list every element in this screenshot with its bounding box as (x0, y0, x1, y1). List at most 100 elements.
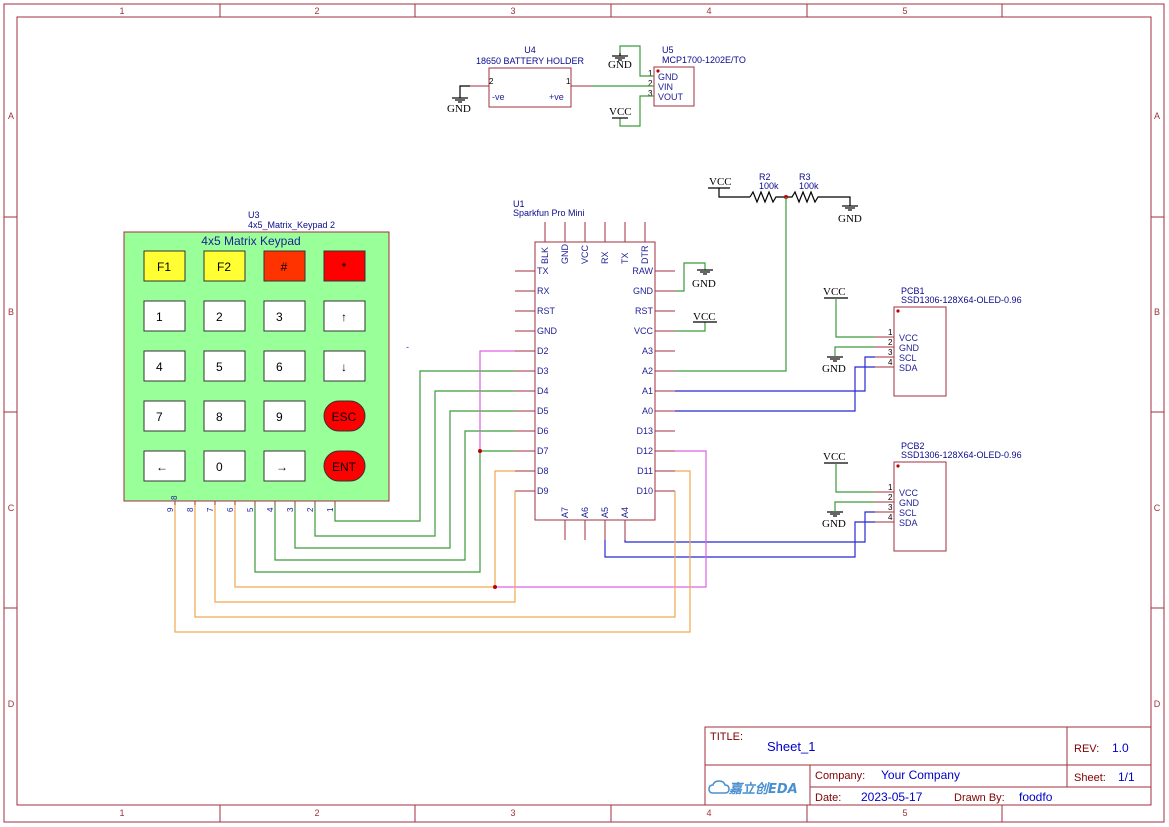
keypad-key-label: 7 (156, 410, 163, 424)
u1-ref: U1 (513, 199, 525, 209)
keypad-title: 4x5 Matrix Keypad (201, 234, 300, 248)
u3-ref: U3 (248, 210, 260, 220)
pcb2-pin-gnd: GND (899, 498, 920, 508)
keypad-key[interactable] (263, 450, 306, 482)
keypad-key-label: ↑ (341, 310, 347, 324)
tb-rev-label: REV: (1074, 743, 1099, 755)
svg-text:-: - (406, 342, 409, 352)
u1-top-pin: RX (600, 251, 610, 264)
tb-date: 2023-05-17 (861, 790, 923, 804)
keypad-pin-number-extra: 8 (170, 495, 179, 500)
keypad-key[interactable] (203, 350, 246, 382)
tb-sheet: 1/1 (1118, 770, 1135, 784)
pcb2-pin-sda: SDA (899, 518, 918, 528)
u1-left-pin: D2 (537, 346, 549, 356)
keypad-key[interactable] (143, 450, 186, 482)
u5-pin-vout: VOUT (658, 92, 684, 102)
tb-drawn-label: Drawn By: (954, 792, 1005, 804)
u4-pin-neg: -ve (492, 92, 505, 102)
pcb1-pin-sda: SDA (899, 363, 918, 373)
u3-keypad[interactable]: U3 4x5_Matrix_Keypad 2 4x5 Matrix Keypad… (123, 210, 409, 521)
keypad-key[interactable] (143, 350, 186, 382)
keypad-key[interactable] (263, 300, 306, 332)
keypad-key-label: 4 (156, 360, 163, 374)
keypad-key[interactable] (323, 350, 366, 382)
keypad-key-label: ↓ (341, 360, 347, 374)
keypad-key-label: ESC (332, 410, 357, 424)
u1-right-pin: A1 (642, 386, 653, 396)
pcb2-pin-vcc: VCC (899, 488, 919, 498)
u1-right-pin: GND (633, 286, 654, 296)
keypad-key[interactable] (323, 300, 366, 332)
keypad-key-label: # (281, 260, 288, 274)
u1-right-pin: A3 (642, 346, 653, 356)
u1-bottom-pin: A6 (580, 507, 590, 518)
u1-pro-mini[interactable]: U1 Sparkfun Pro Mini TXRXRSTGNDD2D3D4D5D… (513, 199, 675, 540)
gnd-symbol-u5: GND (608, 53, 632, 71)
u5-regulator[interactable]: U5 MCP1700-1202E/TO GND VIN VOUT 1 2 3 (648, 45, 746, 107)
keypad-key[interactable] (323, 450, 366, 482)
pcb2-oled[interactable]: PCB2 SSD1306-128X64-OLED-0.96 VCC GND SC… (822, 441, 1022, 552)
u4-ref: U4 (524, 45, 536, 55)
keypad-key-label: 6 (276, 360, 283, 374)
tb-drawn: foodfo (1019, 790, 1053, 804)
wires (174, 197, 875, 633)
u1-top-pin: BLK (540, 247, 550, 264)
keypad-key-label: 8 (216, 410, 223, 424)
u1-left-pin: D5 (537, 406, 549, 416)
u1-left-pin: D9 (537, 486, 549, 496)
title-block: TITLE: Sheet_1 REV: 1.0 Company: Your Co… (704, 726, 1152, 806)
u1-right-pin: A0 (642, 406, 653, 416)
keypad-key[interactable] (203, 400, 246, 432)
zone-row-c-right: C (1154, 503, 1161, 513)
keypad-key-label: ← (156, 460, 168, 474)
tb-company: Your Company (881, 768, 960, 782)
r3-ref: R3 (799, 172, 811, 182)
vcc-label-pcb2: VCC (823, 451, 846, 463)
keypad-key-label: 3 (276, 310, 283, 324)
zone-row-c-left: C (8, 503, 15, 513)
keypad-key[interactable] (143, 400, 186, 432)
tb-company-label: Company: (815, 770, 865, 782)
pcb1-oled[interactable]: PCB1 SSD1306-128X64-OLED-0.96 VCC GND SC… (822, 286, 1022, 397)
u1-right-pin: RAW (632, 266, 653, 276)
keypad-key[interactable] (143, 250, 186, 282)
u1-left-pin: GND (537, 326, 558, 336)
keypad-key-label: → (276, 460, 288, 474)
keypad-key[interactable] (203, 250, 246, 282)
vcc-label-pcb1: VCC (823, 286, 846, 298)
vcc-label-u1: VCC (693, 311, 716, 323)
pcb2-pin4-num: 4 (888, 513, 893, 522)
pcb2-pin2-num: 2 (888, 493, 893, 502)
resistor-divider[interactable]: VCC R2 100k R3 100k GND (708, 172, 862, 225)
keypad-key[interactable] (203, 300, 246, 332)
keypad-key-label: F1 (157, 260, 171, 274)
keypad-key-label: 2 (216, 310, 223, 324)
u5-name: MCP1700-1202E/TO (662, 55, 746, 65)
tb-sheet-label: Sheet: (1074, 772, 1106, 784)
gnd-label-u4: GND (447, 103, 471, 115)
keypad-key[interactable] (263, 350, 306, 382)
u1-right-pin: VCC (634, 326, 654, 336)
tb-date-label: Date: (815, 792, 841, 804)
zone-col-1-top: 1 (119, 6, 124, 16)
zone-col-1-bottom: 1 (119, 808, 124, 818)
pcb1-pin-gnd: GND (899, 343, 920, 353)
keypad-key[interactable] (263, 400, 306, 432)
gnd-label-u5: GND (608, 59, 632, 71)
u4-battery-holder[interactable]: U4 18650 BATTERY HOLDER 2 1 -ve +ve (470, 45, 592, 108)
keypad-pin-number: 7 (206, 507, 215, 512)
vcc-label-u5: VCC (609, 106, 632, 118)
keypad-pin-number: 3 (286, 507, 295, 512)
keypad-key[interactable] (323, 250, 366, 282)
keypad-key[interactable] (203, 450, 246, 482)
keypad-key[interactable] (323, 400, 366, 432)
pcb1-name: SSD1306-128X64-OLED-0.96 (901, 295, 1022, 305)
keypad-pin-number: 2 (306, 507, 315, 512)
keypad-key[interactable] (143, 300, 186, 332)
tb-title-label: TITLE: (710, 731, 743, 743)
u1-name: Sparkfun Pro Mini (513, 208, 585, 218)
power-wiring-top (459, 45, 654, 127)
keypad-key[interactable] (263, 250, 306, 282)
u3-name: 4x5_Matrix_Keypad 2 (248, 220, 335, 230)
